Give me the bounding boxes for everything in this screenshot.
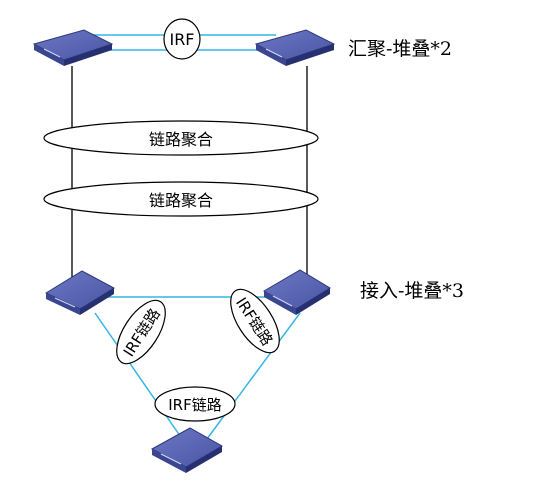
- irf-top-badge: IRF: [163, 18, 201, 60]
- switch-access-right: [262, 269, 331, 315]
- link-agg-ellipse-2: 链路聚合: [43, 181, 319, 217]
- uplink-lines: [71, 66, 308, 282]
- link-agg-ellipse-1: 链路聚合: [43, 120, 319, 156]
- aggregation-stack-label: 汇聚-堆叠*2: [348, 38, 452, 60]
- switch-agg-left: [32, 29, 114, 66]
- switch-agg-right: [254, 29, 336, 66]
- irf-link-bottom-badge: IRF链路: [154, 386, 236, 422]
- irf-link-left-badge: IRF链路: [116, 299, 166, 365]
- irf-lines: [84, 34, 301, 444]
- irf-link-bottom-label: IRF链路: [168, 396, 221, 414]
- switch-access-left: [44, 270, 116, 315]
- access-stack-label: 接入-堆叠*3: [360, 280, 464, 302]
- switch-access-bottom: [150, 427, 224, 473]
- irf-access-right-line: [203, 312, 301, 444]
- link-agg-label-2: 链路聚合: [149, 191, 213, 210]
- link-agg-label-1: 链路聚合: [149, 130, 213, 149]
- irf-top-label: IRF: [169, 30, 194, 49]
- irf-access-left-line: [94, 312, 186, 444]
